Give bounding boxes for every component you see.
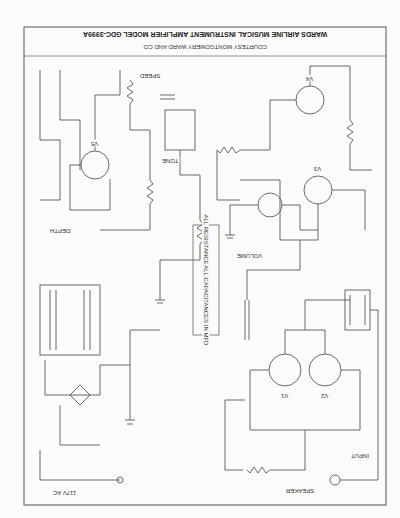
schematic-title: WARDS AIRLINE MUSICAL INSTRUMENT AMPLIFI… — [82, 30, 328, 38]
power-label: 117V AC — [52, 489, 77, 496]
tube-label: V2 — [320, 392, 329, 399]
tube-label: V4 — [305, 75, 314, 82]
note-text: ALL CAPACITANCES IN MFD — [203, 264, 210, 346]
control-label: SPEED — [139, 72, 161, 79]
jack-label: INPUT — [350, 452, 370, 459]
control-label: VOLUME — [236, 252, 263, 259]
control-label: TONE — [161, 157, 180, 164]
credit-line: COURTESY MONTGOMERY WARD AND CO. — [141, 43, 268, 50]
tube-label: V3 — [313, 165, 322, 172]
output-label: SPEAKER — [285, 487, 315, 494]
tube-label: V1 — [280, 392, 289, 399]
control-label: DEPTH — [49, 227, 71, 234]
tube-label: V5 — [90, 140, 99, 147]
